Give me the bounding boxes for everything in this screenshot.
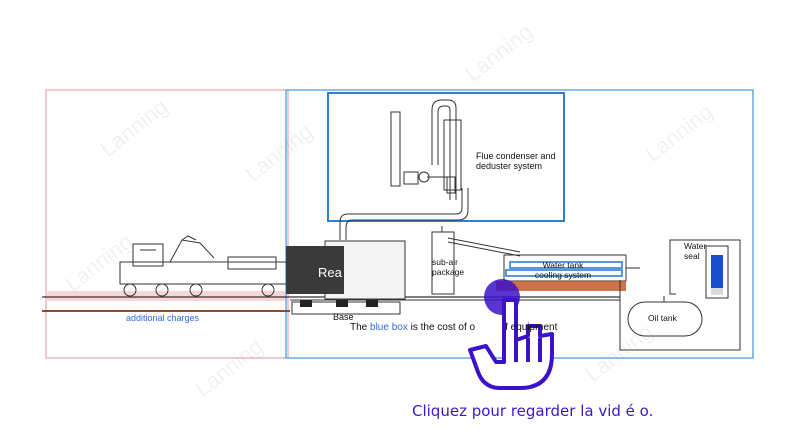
watch-video-link[interactable]: Cliquez pour regarder la vid é o. bbox=[412, 402, 654, 420]
equipment-cost-caption: The blue box is the cost of o f equipment bbox=[350, 322, 557, 334]
flue-condenser-label: Flue condenser and deduster system bbox=[476, 151, 556, 172]
reactor-label: Rea bbox=[318, 265, 342, 280]
base-label: Base bbox=[333, 312, 354, 322]
water-seal-label: Water seal bbox=[684, 241, 707, 261]
caption-prefix: The bbox=[350, 322, 371, 333]
additional-charges-box bbox=[45, 89, 289, 359]
water-tank-cooling bbox=[496, 254, 640, 291]
caption-tail: f equipment bbox=[505, 322, 558, 333]
sub-air-package-unit bbox=[431, 226, 521, 295]
additional-charges-band bbox=[46, 291, 286, 301]
feeding-machine bbox=[119, 235, 291, 297]
flue-condenser-box bbox=[327, 92, 565, 222]
water-seal bbox=[705, 245, 729, 299]
oil-tank-label: Oil tank bbox=[648, 313, 677, 323]
water-tank-cooling-label: Water tank cooling system bbox=[534, 260, 592, 280]
caption-highlight: blue box bbox=[370, 322, 408, 333]
oil-tank bbox=[619, 239, 741, 351]
hand-pointer-icon[interactable] bbox=[468, 298, 554, 390]
reactor bbox=[286, 240, 406, 315]
caption-suffix: is the cost of o bbox=[407, 322, 476, 333]
condenser-piping bbox=[339, 99, 469, 240]
additional-charges-label: additional charges bbox=[126, 313, 200, 323]
sub-air-package-label: sub-air package bbox=[432, 257, 465, 277]
